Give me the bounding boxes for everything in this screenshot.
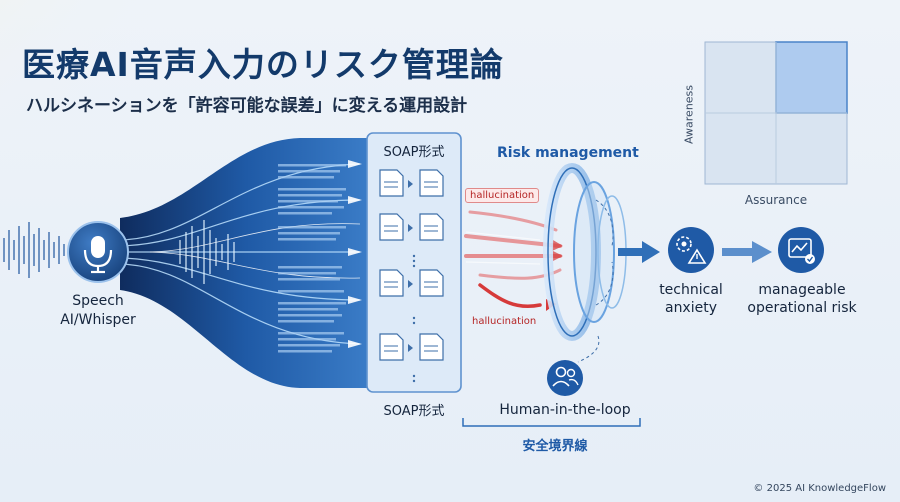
document-icons — [379, 169, 444, 361]
matrix-y-label: Awareness — [682, 84, 696, 145]
soap-bottom-label: SOAP形式 — [383, 404, 445, 419]
speech-label-line2: AI/Whisper — [60, 312, 136, 328]
hallucination-label-bottom: hallucination — [472, 316, 537, 327]
gear-warning-icon — [668, 227, 714, 273]
awareness-assurance-matrix — [704, 41, 848, 185]
speech-label-line1: Speech — [72, 293, 124, 309]
people-icon — [547, 360, 583, 396]
operational-risk-line2: operational risk — [747, 300, 857, 316]
hitl-label: Human-in-the-loop — [499, 402, 631, 418]
operational-risk-line1: manageable — [758, 282, 846, 298]
soap-top-label: SOAP形式 — [383, 145, 445, 160]
sound-wave-icon — [3, 222, 65, 278]
technical-anxiety-line1: technical — [659, 282, 723, 298]
speech-label: Speech AI/Whisper — [50, 292, 146, 330]
risk-management-title: Risk management — [497, 145, 639, 161]
technical-anxiety-label: technical anxiety — [646, 281, 736, 317]
matrix-x-label: Assurance — [744, 193, 808, 207]
arrow-right-icon — [722, 241, 772, 263]
chart-check-icon — [778, 227, 824, 273]
technical-anxiety-line2: anxiety — [664, 300, 717, 316]
shield-ring-icon — [543, 163, 627, 341]
arrow-right-icon — [618, 241, 660, 263]
soap-panel — [366, 132, 462, 393]
hallucination-label-top: hallucination — [465, 188, 540, 203]
safety-boundary-label: 安全境界線 — [522, 439, 588, 454]
page-subtitle: ハルシネーションを「許容可能な誤差」に変える運用設計 — [26, 96, 468, 116]
page-title: 医療AI音声入力のリスク管理論 — [22, 45, 504, 84]
microphone-icon — [67, 221, 129, 283]
operational-risk-label: manageable operational risk — [740, 281, 864, 317]
copyright-text: © 2025 AI KnowledgeFlow — [753, 483, 886, 494]
safety-boundary-bracket — [462, 418, 641, 427]
transcript-text-lines — [278, 164, 346, 353]
